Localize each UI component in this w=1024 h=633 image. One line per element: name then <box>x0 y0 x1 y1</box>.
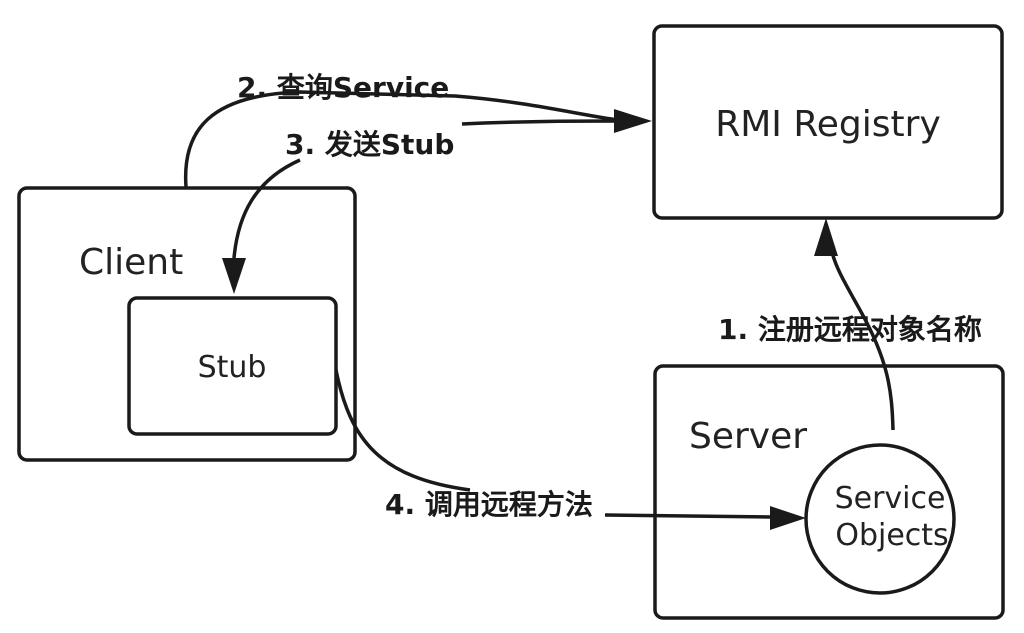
client-label: Client <box>79 242 183 283</box>
edge-query-service-label: 2. 查询Service <box>237 71 449 104</box>
edge-invoke-method-arrowhead <box>770 506 806 530</box>
edge-invoke-method <box>334 369 771 519</box>
edge-register-name <box>830 251 895 431</box>
stub-label: Stub <box>198 350 267 385</box>
service-objects-label-line1: Service <box>835 481 946 516</box>
edge-register-name-label: 1. 注册远程对象名称 <box>718 313 982 346</box>
edge-send-stub-label: 3. 发送Stub <box>285 128 454 161</box>
edge-query-service <box>183 90 619 188</box>
edge-register-name-arrowhead <box>814 218 838 256</box>
server-label: Server <box>689 416 807 457</box>
edge-send-stub-arrowhead <box>222 258 246 294</box>
service-objects-label-line2: Objects <box>835 518 948 553</box>
rmi-registry-label: RMI Registry <box>715 104 941 145</box>
edge-invoke-method-label: 4. 调用远程方法 <box>385 488 593 521</box>
edge-send-stub <box>232 119 619 259</box>
edge-query-service-arrowhead <box>614 109 652 133</box>
stub-box <box>127 296 338 436</box>
rmi-registry-box <box>652 24 1004 220</box>
service-objects-circle <box>804 443 956 595</box>
